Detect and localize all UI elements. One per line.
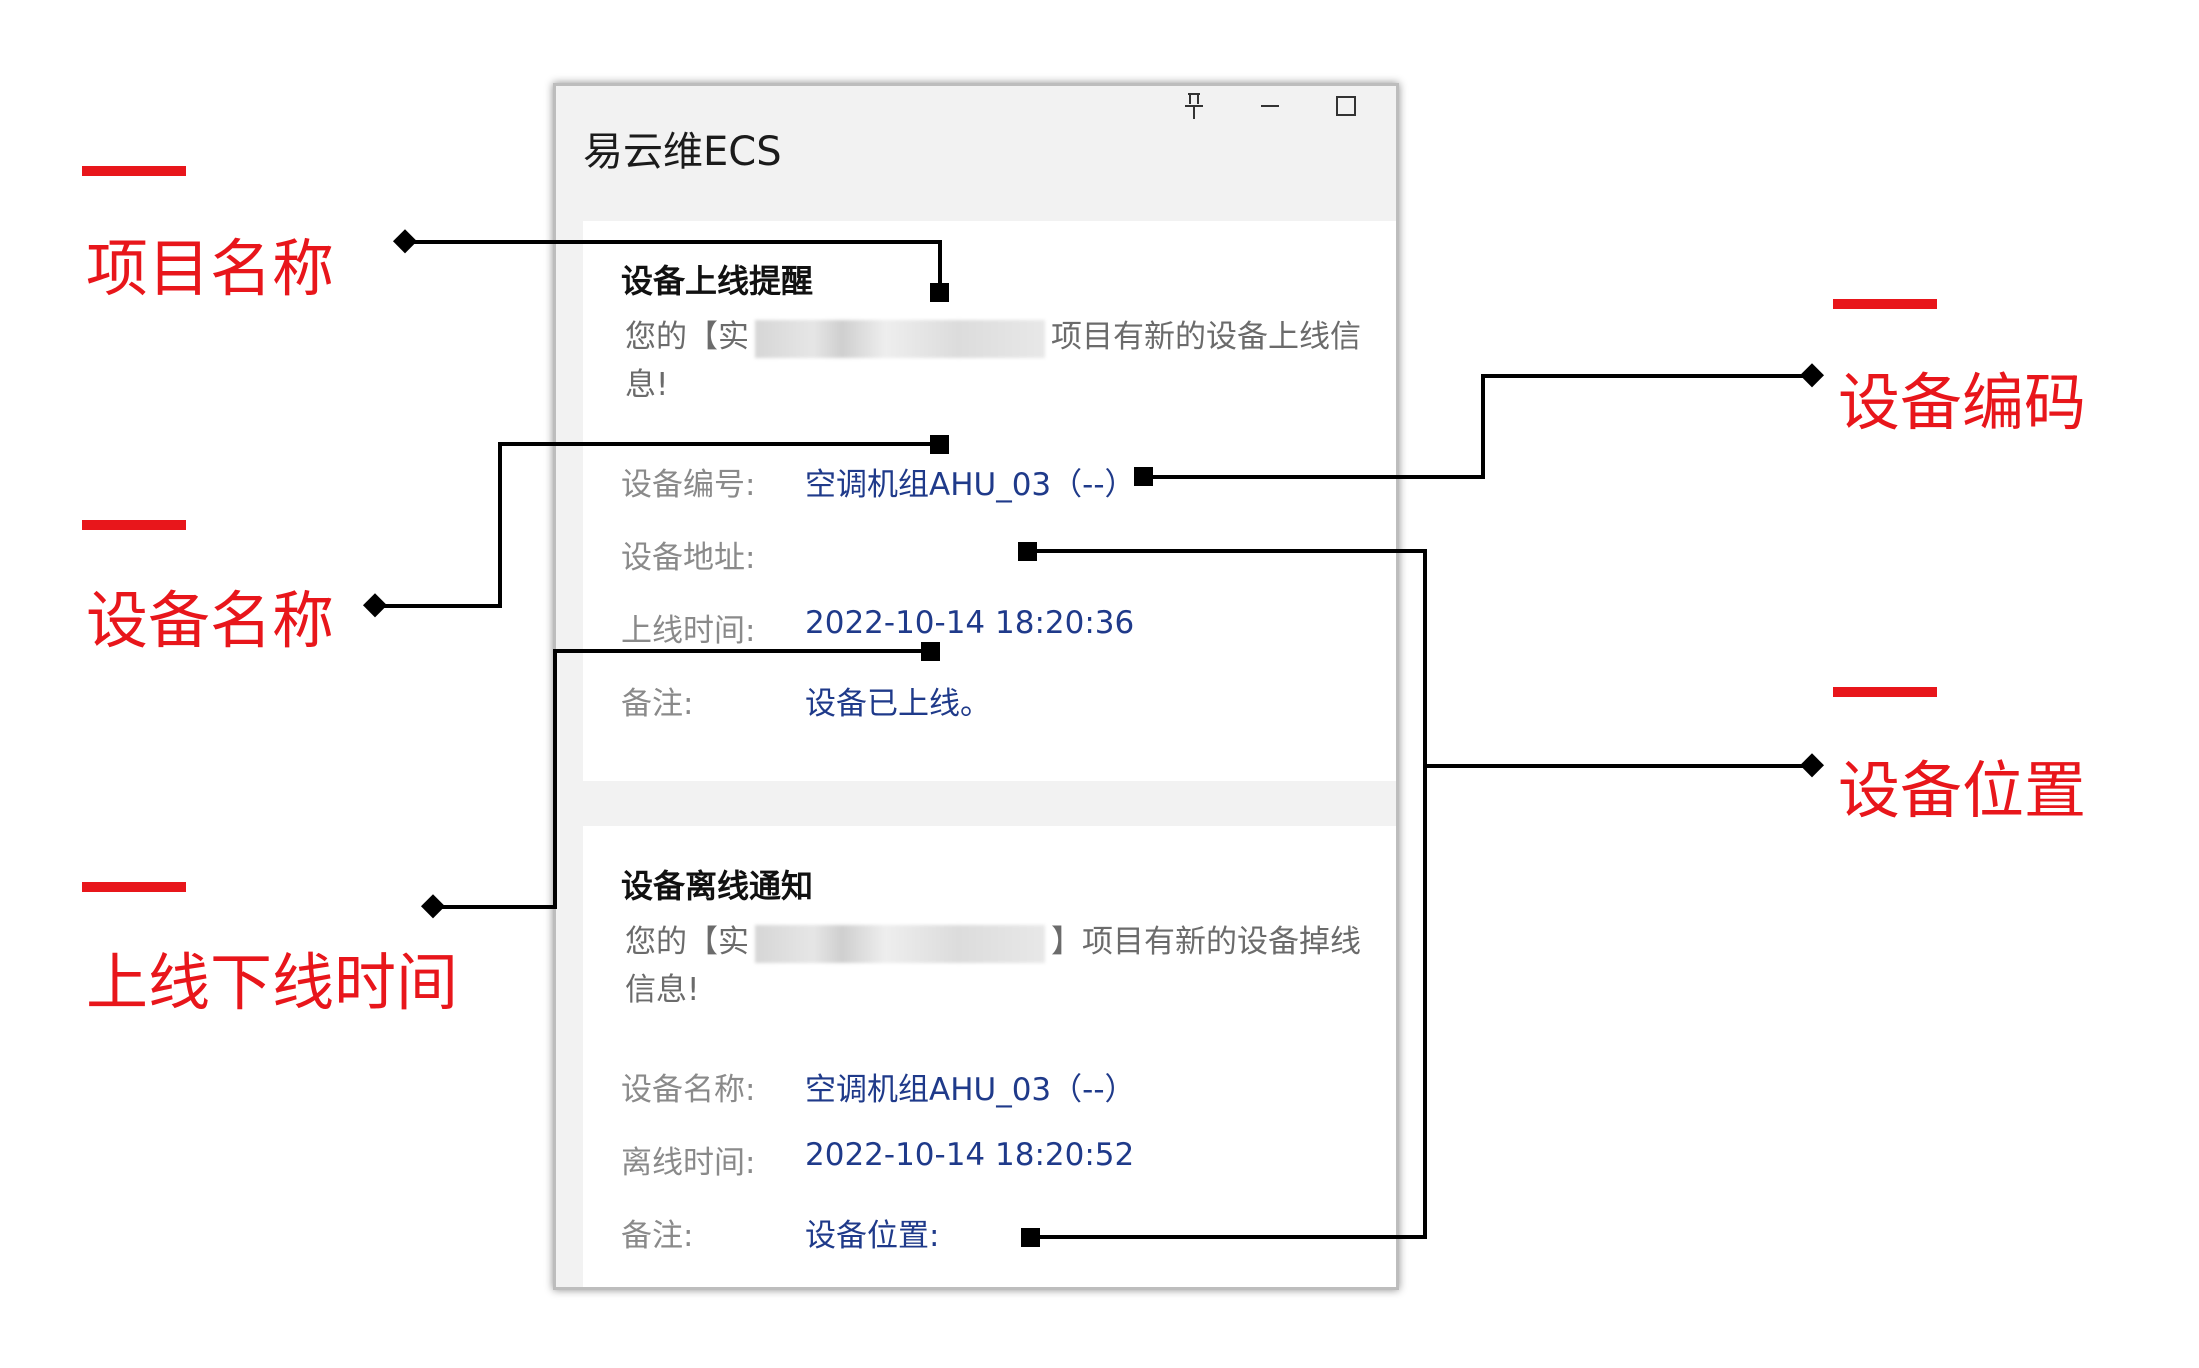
- annotation-project-name: 项目名称: [86, 232, 335, 305]
- annotation-dash: [82, 882, 186, 892]
- card-message: 您的【实项目有新的设备上线信息!: [625, 313, 1365, 409]
- field-label-device-address: 设备地址:: [621, 540, 756, 576]
- field-value-remark: 设备已上线。: [805, 686, 991, 722]
- card-title: 设备上线提醒: [621, 262, 814, 300]
- card-message: 您的【实】项目有新的设备掉线信息!: [625, 918, 1365, 1014]
- field-value-device-code: 空调机组AHU_03（--）: [805, 467, 1136, 503]
- field-label-remark: 备注:: [621, 1218, 694, 1254]
- redacted-project-name: [755, 924, 1045, 963]
- annotation-dash: [1833, 687, 1937, 697]
- annotation-device-location: 设备位置: [1838, 754, 2087, 827]
- device-online-card[interactable]: 设备上线提醒 您的【实项目有新的设备上线信息! 设备编号: 空调机组AHU_03…: [583, 221, 1396, 781]
- message-prefix: 您的【实: [625, 924, 749, 960]
- diamond-marker: [1799, 363, 1825, 388]
- field-label-device-name: 设备名称:: [621, 1072, 756, 1108]
- field-label-offline-time: 离线时间:: [621, 1145, 756, 1181]
- annotation-dash: [82, 520, 186, 530]
- annotation-device-name: 设备名称: [86, 584, 335, 657]
- annotation-dash: [82, 166, 186, 176]
- annotation-dash: [1833, 299, 1937, 309]
- diamond-marker: [1799, 753, 1825, 778]
- field-value-remark: 设备位置:: [805, 1218, 940, 1254]
- diamond-marker: [362, 593, 388, 618]
- field-value-online-time: 2022-10-14 18:20:36: [805, 605, 1135, 641]
- field-label-device-code: 设备编号:: [621, 467, 756, 503]
- diamond-marker: [420, 894, 446, 919]
- message-prefix: 您的【实: [625, 319, 749, 355]
- pin-icon[interactable]: [1166, 86, 1222, 126]
- minimize-icon: [1261, 105, 1279, 107]
- diamond-marker: [392, 229, 418, 254]
- pin-icon-glyph: [1185, 93, 1203, 119]
- title-bar: 易云维ECS: [556, 86, 1396, 221]
- maximize-icon: [1336, 96, 1356, 116]
- field-value-offline-time: 2022-10-14 18:20:52: [805, 1137, 1135, 1173]
- field-label-online-time: 上线时间:: [621, 613, 756, 649]
- device-offline-card[interactable]: 设备离线通知 您的【实】项目有新的设备掉线信息! 设备名称: 空调机组AHU_0…: [583, 826, 1396, 1287]
- field-value-device-name: 空调机组AHU_03（--）: [805, 1072, 1136, 1108]
- annotation-online-offline-time: 上线下线时间: [86, 946, 459, 1019]
- annotation-device-code: 设备编码: [1838, 366, 2087, 439]
- field-label-remark: 备注:: [621, 686, 694, 722]
- maximize-button[interactable]: [1318, 86, 1374, 126]
- notification-window: 易云维ECS 设备上线提醒 您的【实项目有新的设备上线信息! 设备编号: 空调机…: [553, 83, 1399, 1290]
- message-suffix: 项目有新的设备上线信息!: [625, 319, 1361, 403]
- card-title: 设备离线通知: [621, 867, 814, 905]
- minimize-button[interactable]: [1242, 86, 1298, 126]
- app-title: 易云维ECS: [583, 129, 782, 175]
- redacted-project-name: [755, 319, 1045, 358]
